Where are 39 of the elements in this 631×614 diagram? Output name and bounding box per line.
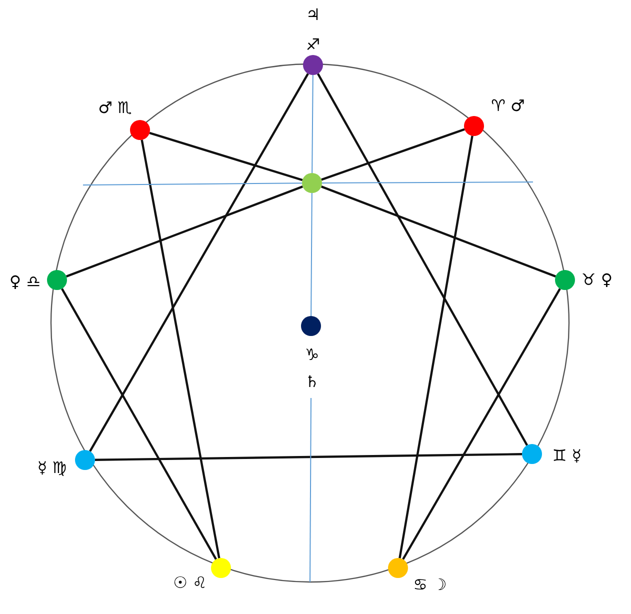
connector-line (89, 73, 309, 452)
astrological-symbols: ♃ (306, 6, 320, 24)
astrological-symbols: ☿ ♍ (37, 459, 67, 477)
connector-line (140, 140, 220, 558)
astrological-symbols: ☉ ♌ (173, 574, 207, 592)
astrological-symbols: ♊ ☿ (552, 447, 582, 465)
connector-line (402, 288, 561, 560)
colored-dot (302, 173, 322, 193)
colored-dot (75, 450, 95, 470)
colored-dot (522, 444, 542, 464)
connector-line (149, 132, 303, 182)
connector-line (316, 73, 528, 446)
colored-dot (211, 558, 231, 578)
colored-dot (388, 558, 408, 578)
guide-line (310, 398, 312, 582)
astrological-symbols: ♂ ♏ (98, 99, 132, 117)
connector-line (94, 453, 522, 461)
guide-line (322, 182, 534, 184)
astrological-symbols: ♐ (306, 36, 320, 54)
guide-line (82, 182, 302, 186)
astrological-symbols: ♄ (304, 373, 320, 391)
astrological-symbols: ♈ ♂ (491, 97, 525, 115)
connector-line (61, 288, 217, 560)
connector-line (66, 186, 304, 278)
connector-line (398, 136, 474, 558)
colored-dot (301, 316, 321, 336)
connector-line (321, 128, 465, 181)
colored-dot (464, 116, 484, 136)
connector-line (320, 186, 556, 278)
astrological-symbols: ♀ ♎ (9, 273, 41, 291)
guide-line (310, 192, 312, 316)
astrological-symbols: ♉ ♀ (581, 271, 613, 289)
astrological-symbols: ♋ ☽ (413, 576, 447, 594)
guide-line (312, 74, 314, 174)
astrological-symbols: ♑ (304, 346, 320, 364)
colored-dot (303, 55, 323, 75)
colored-dot (130, 120, 150, 140)
colored-dot (47, 270, 67, 290)
colored-dot (555, 270, 575, 290)
